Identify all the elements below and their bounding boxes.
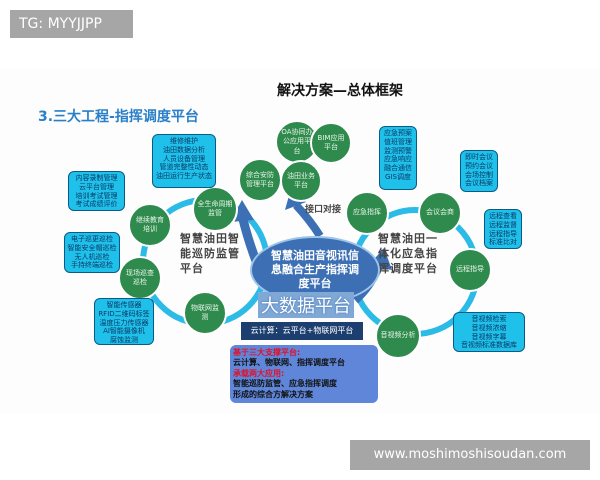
callout-remote: 远程查看 远程监督 远程指导 标准比对 — [484, 209, 522, 249]
node-security: 综合安防管理平台 — [238, 158, 282, 202]
callout-education: 内容录制管理 云平台管理 培训考试管理 考试成绩评价 — [68, 171, 125, 211]
node-meeting: 会议会商 — [418, 191, 462, 235]
callout-meeting: 即时会议 预约会议 会场控制 会议档案 — [460, 150, 498, 192]
big-data-label: 大数据平台 — [258, 292, 354, 318]
callout-lifecycle: 维修维护 油田数据分析 人员设备管理 管道完整性动态 油田运行生产状态 — [152, 134, 216, 188]
node-av: 音视频分析 — [375, 313, 421, 359]
callout-iot: 智能传感器 RFID二维码标签 温度压力传感器 AI智能摄像机 腐蚀监测 — [94, 298, 154, 345]
node-oa: OA协同办公应用平台 — [275, 120, 319, 164]
slide-title: 解决方案—总体框架 — [277, 83, 403, 99]
interface-label: 接口对接 — [305, 205, 342, 215]
summary-text-3: 形成的综合方解决方案 — [233, 389, 313, 399]
callout-av: 音视频检索 音视频浓缩 音视频字幕 音视频标准数据库 — [453, 312, 525, 352]
watermark: www.moshimoshisoudan.com — [350, 440, 590, 470]
node-iot: 物联网监测 — [183, 291, 227, 335]
node-bim: BIM应用平台 — [310, 122, 352, 164]
summary-box: 基于三大支撑平台: 云计算、物联网、指挥调度平台 承载两大应用: 智能巡防监管、… — [230, 345, 378, 403]
callout-emergency: 应急预案 值班管理 监测预警 应急响应 融合通信 GIS调度 — [379, 126, 417, 190]
node-patrol: 现场巡查巡检 — [118, 256, 162, 300]
callout-patrol: 电子巡更巡检 智能安全帽巡检 无人机巡检 手持终端巡检 — [64, 232, 120, 273]
summary-heading-2: 承载两大应用: — [233, 368, 285, 378]
arrow-up — [293, 202, 324, 239]
node-emergency: 应急指挥 — [345, 191, 389, 235]
cloud-bar: 云计算：云平台+物联网平台 — [241, 322, 363, 340]
summary-heading-1: 基于三大支撑平台: — [233, 348, 301, 357]
summary-text-2: 智能巡防监管、应急指挥调度 — [233, 379, 337, 389]
left-platform-label: 智慧油田智能巡防监管平台 — [180, 232, 240, 275]
core-platform-text: 智慧油田音视讯信息融合生产指挥调度平台 — [271, 248, 359, 291]
node-lifecycle: 全生命周期监管 — [192, 186, 238, 232]
node-oilfield: 油田业务平台 — [280, 160, 322, 202]
node-remote: 远程指导 — [448, 248, 492, 292]
summary-text-1: 云计算、物联网、指挥调度平台 — [233, 358, 345, 368]
right-platform-label: 智慧油田一体化应急指挥调度平台 — [378, 232, 438, 275]
overlay-tag: TG: MYYJJPP — [10, 10, 133, 38]
node-education: 继续教育培训 — [128, 203, 172, 247]
slide-subtitle: 3.三大工程-指挥调度平台 — [38, 109, 199, 125]
